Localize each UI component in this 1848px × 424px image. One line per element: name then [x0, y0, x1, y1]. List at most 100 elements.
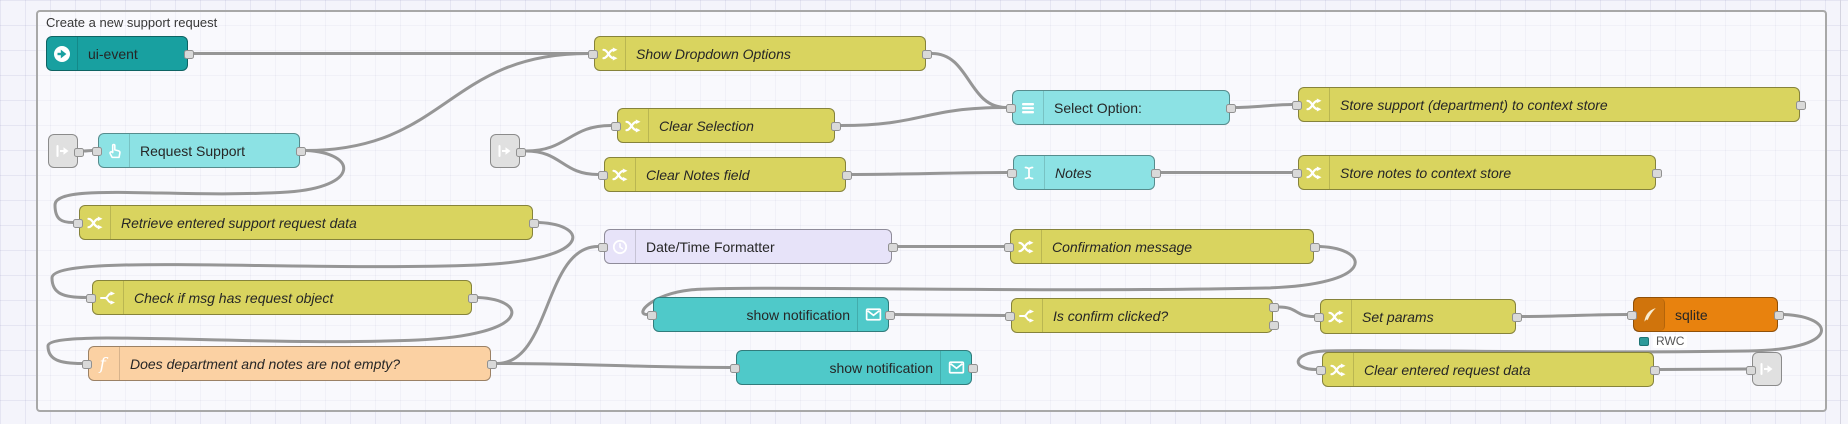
node-check-request-object[interactable]: Check if msg has request object — [86, 280, 478, 315]
output-port[interactable] — [968, 364, 978, 373]
output-port[interactable] — [1269, 303, 1279, 312]
output-port[interactable] — [487, 360, 497, 369]
input-port[interactable] — [1746, 365, 1756, 375]
output-port[interactable] — [1151, 169, 1161, 178]
function-f-icon: f — [98, 355, 109, 373]
group-label: Create a new support request — [46, 15, 218, 30]
input-port[interactable] — [92, 147, 102, 156]
node-label: ui-event — [88, 45, 138, 62]
input-port[interactable] — [1292, 169, 1302, 178]
node-label: Show Dropdown Options — [636, 45, 791, 62]
output-port[interactable] — [1796, 101, 1806, 110]
input-port[interactable] — [82, 360, 92, 369]
node-show-notification-2[interactable]: show notification — [730, 350, 978, 385]
node-retrieve-request-data[interactable]: Retrieve entered support request data — [73, 205, 539, 240]
status-text: RWC — [1653, 335, 1688, 348]
output-port[interactable] — [184, 50, 194, 59]
output-port[interactable] — [1269, 321, 1279, 330]
change-shuffle-icon — [1018, 240, 1034, 253]
output-port[interactable] — [888, 243, 898, 252]
output-port[interactable] — [1652, 169, 1662, 178]
change-shuffle-icon — [612, 168, 628, 181]
output-port[interactable] — [922, 50, 932, 59]
node-show-dropdown-options[interactable]: Show Dropdown Options — [588, 36, 932, 71]
output-port[interactable] — [1512, 313, 1522, 322]
node-notes[interactable]: Notes — [1007, 155, 1161, 190]
input-port[interactable] — [598, 171, 608, 180]
node-select-option[interactable]: Select Option: — [1006, 90, 1236, 125]
node-show-notification-1[interactable]: show notification — [647, 297, 895, 332]
node-store-notes-to-context[interactable]: Store notes to context store — [1292, 155, 1662, 190]
hand-pointer-icon — [108, 143, 121, 159]
output-port[interactable] — [296, 147, 306, 156]
output-port[interactable] — [1226, 104, 1236, 113]
input-port[interactable] — [1316, 366, 1326, 375]
output-port[interactable] — [529, 219, 539, 228]
node-store-support-to-context[interactable]: Store support (department) to context st… — [1292, 87, 1806, 122]
input-port[interactable] — [1292, 101, 1302, 110]
input-port[interactable] — [1007, 169, 1017, 178]
node-request-support[interactable]: Request Support — [92, 133, 306, 168]
node-clear-notes-field[interactable]: Clear Notes field — [598, 157, 852, 192]
node-label: Select Option: — [1054, 99, 1142, 116]
change-shuffle-icon — [87, 216, 103, 229]
node-set-params[interactable]: Set params — [1314, 299, 1522, 334]
output-port[interactable] — [1310, 243, 1320, 252]
input-port[interactable] — [1005, 312, 1015, 321]
node-datetime-formatter[interactable]: Date/Time Formatter — [598, 229, 898, 264]
node-label: Request Support — [140, 142, 246, 159]
node-label: Is confirm clicked? — [1053, 307, 1169, 324]
node-link-in-2[interactable] — [490, 134, 526, 168]
inject-circle-arrow-icon — [54, 45, 70, 62]
output-port[interactable] — [74, 147, 84, 157]
node-clear-entered-request-data[interactable]: Clear entered request data — [1316, 352, 1660, 387]
input-port[interactable] — [86, 294, 96, 303]
node-confirmation-message[interactable]: Confirmation message — [1004, 229, 1320, 264]
switch-fork-icon — [1019, 308, 1034, 323]
input-port[interactable] — [1627, 311, 1637, 320]
node-label: show notification — [829, 359, 933, 376]
node-label: Retrieve entered support request data — [121, 214, 357, 231]
input-port[interactable] — [1006, 104, 1016, 113]
output-port[interactable] — [468, 294, 478, 303]
input-port[interactable] — [588, 50, 598, 59]
node-label: Store notes to context store — [1340, 164, 1512, 181]
change-shuffle-icon — [1330, 363, 1346, 376]
node-link-in-1[interactable] — [48, 134, 84, 168]
input-port[interactable] — [598, 243, 608, 252]
text-cursor-icon — [1024, 166, 1034, 179]
output-port[interactable] — [885, 311, 895, 320]
node-label: Clear Selection — [659, 117, 754, 134]
sqlite-feather-icon — [1643, 307, 1656, 322]
input-port[interactable] — [730, 364, 740, 373]
node-label: show notification — [746, 306, 850, 323]
output-port[interactable] — [1774, 311, 1784, 320]
input-port[interactable] — [647, 311, 657, 320]
node-ui-event[interactable]: ui-event — [46, 36, 194, 71]
node-clear-selection[interactable]: Clear Selection — [611, 108, 841, 143]
input-port[interactable] — [611, 122, 621, 131]
sqlite-status: RWC — [1639, 335, 1688, 348]
output-port[interactable] — [831, 122, 841, 131]
node-link-out[interactable] — [1746, 352, 1782, 386]
node-label: Clear entered request data — [1364, 361, 1531, 378]
node-label: Does department and notes are not empty? — [130, 355, 401, 372]
node-is-confirm-clicked[interactable]: Is confirm clicked? — [1005, 298, 1279, 333]
switch-fork-icon — [100, 290, 115, 305]
output-port[interactable] — [516, 147, 526, 157]
output-port[interactable] — [842, 171, 852, 180]
node-label: Notes — [1055, 164, 1092, 181]
node-sqlite[interactable]: sqlite — [1627, 297, 1784, 332]
output-port[interactable] — [1650, 366, 1660, 375]
node-label: Date/Time Formatter — [646, 238, 775, 255]
clock-icon — [612, 239, 628, 254]
dropdown-list-icon — [1022, 102, 1034, 113]
envelope-icon — [948, 361, 964, 374]
svg-text:f: f — [98, 355, 109, 373]
node-does-dept-notes-not-empty[interactable]: f Does department and notes are not empty… — [82, 346, 497, 381]
input-port[interactable] — [1314, 313, 1324, 322]
change-shuffle-icon — [1306, 98, 1322, 111]
input-port[interactable] — [73, 219, 83, 228]
input-port[interactable] — [1004, 243, 1014, 252]
